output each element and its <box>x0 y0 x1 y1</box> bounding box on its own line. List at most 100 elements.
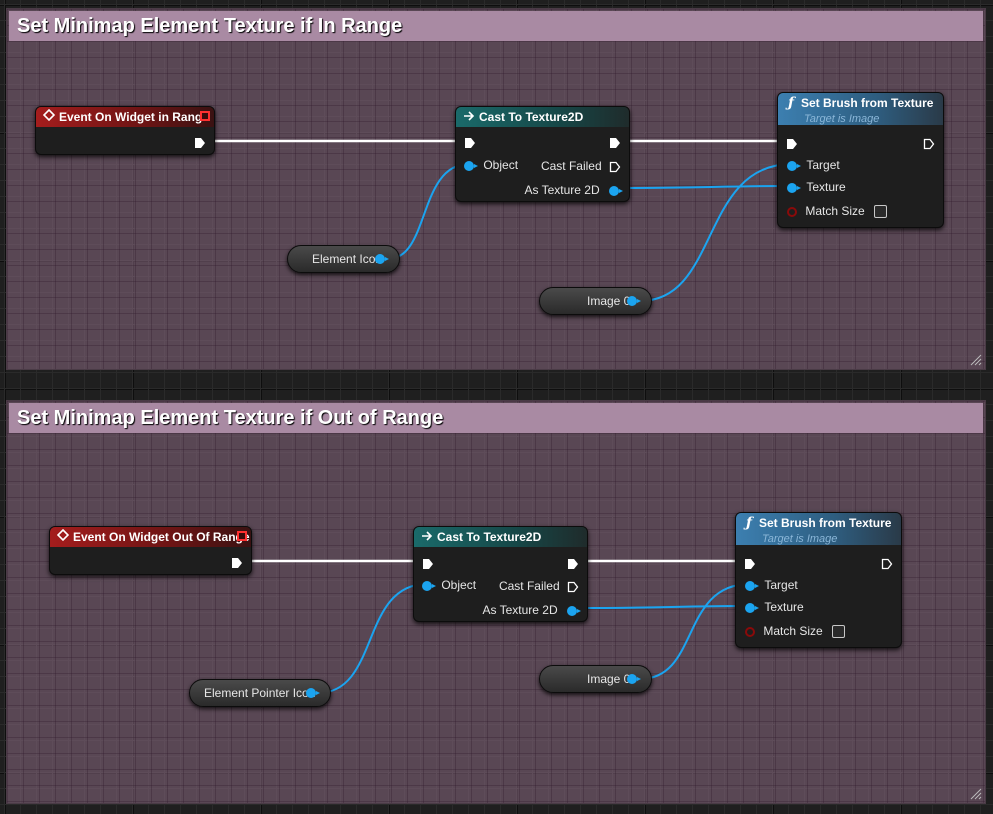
exec-pin-icon[interactable] <box>231 557 243 569</box>
as-texture-label: As Texture 2D <box>482 603 558 617</box>
exec-out-pin[interactable] <box>881 555 893 571</box>
texture-pin-icon[interactable] <box>609 185 623 196</box>
match-size-label: Match Size <box>763 624 823 638</box>
texture-pin-icon[interactable] <box>787 182 801 193</box>
cast-node-header[interactable]: Cast To Texture2D <box>456 107 629 127</box>
event-node-header[interactable]: Event On Widget in Range <box>36 107 214 127</box>
func-node-header[interactable]: ƒ Set Brush from Texture Target is Image <box>778 93 943 125</box>
event-node-title: Event On Widget Out Of Range <box>73 530 250 544</box>
var-node-image[interactable]: Image 0 <box>539 287 652 315</box>
cast-node-in-range[interactable]: Cast To Texture2D Object Cast Failed As … <box>455 106 630 202</box>
resize-grip-icon[interactable] <box>970 788 982 800</box>
event-diamond-icon <box>56 527 70 547</box>
exec-out-pin[interactable] <box>194 134 206 150</box>
object-pin-label: Object <box>441 578 477 592</box>
comment-title[interactable]: Set Minimap Element Texture if Out of Ra… <box>9 403 983 433</box>
exec-out-pin[interactable] <box>567 555 579 571</box>
target-pin[interactable]: Target <box>787 157 840 173</box>
bool-pin-icon[interactable] <box>745 626 755 637</box>
var-pin-icon[interactable] <box>306 688 320 698</box>
exec-in-pin[interactable] <box>786 135 798 151</box>
object-pin[interactable]: Object <box>464 157 518 173</box>
exec-pin-icon[interactable] <box>567 558 579 570</box>
object-pin-label: Object <box>483 158 519 172</box>
cast-node-title: Cast To Texture2D <box>437 530 542 544</box>
target-pin[interactable]: Target <box>745 577 798 593</box>
exec-pin-outline-icon[interactable] <box>923 138 935 150</box>
as-texture-pin[interactable]: As Texture 2D <box>524 182 623 198</box>
var-pin-icon[interactable] <box>627 674 641 684</box>
texture-pin-label: Texture <box>806 180 846 194</box>
cast-failed-pin[interactable]: Cast Failed <box>541 158 621 174</box>
target-pin-icon[interactable] <box>745 580 759 591</box>
exec-pin-icon[interactable] <box>464 137 476 149</box>
var-node-image[interactable]: Image 0 <box>539 665 652 693</box>
match-size-checkbox[interactable] <box>874 205 888 219</box>
texture-pin-icon[interactable] <box>567 605 581 616</box>
resize-grip-icon[interactable] <box>970 354 982 366</box>
var-pin-icon[interactable] <box>627 296 641 306</box>
var-node-label: Image 0 <box>587 294 631 308</box>
func-node-header[interactable]: ƒ Set Brush from Texture Target is Image <box>736 513 901 545</box>
exec-pin-icon[interactable] <box>194 137 206 149</box>
exec-pin-icon[interactable] <box>786 138 798 150</box>
event-node-header[interactable]: Event On Widget Out Of Range <box>50 527 251 547</box>
exec-pin-outline-icon[interactable] <box>567 581 579 593</box>
texture-pin[interactable]: Texture <box>745 599 804 615</box>
exec-out-pin[interactable] <box>609 134 621 150</box>
target-pin-icon[interactable] <box>787 160 801 171</box>
exec-pin-icon[interactable] <box>609 137 621 149</box>
var-node-element-pointer-icon[interactable]: Element Pointer Icon <box>189 679 331 707</box>
target-pin-label: Target <box>764 578 798 592</box>
var-node-label: Element Pointer Icon <box>204 686 316 700</box>
func-node-subtitle: Target is Image <box>804 113 880 125</box>
var-node-label: Element Icon <box>312 252 383 266</box>
match-size-pin[interactable]: Match Size <box>745 623 846 639</box>
cast-arrow-icon <box>462 107 476 127</box>
target-pin-label: Target <box>806 158 840 172</box>
texture-pin-icon[interactable] <box>745 602 759 613</box>
exec-pin-outline-icon[interactable] <box>881 558 893 570</box>
exec-pin-outline-icon[interactable] <box>609 161 621 173</box>
as-texture-label: As Texture 2D <box>524 183 600 197</box>
comment-title[interactable]: Set Minimap Element Texture if In Range <box>9 11 983 41</box>
function-f-icon: ƒ <box>787 95 795 111</box>
func-node-title: Set Brush from Texture <box>801 96 934 110</box>
func-node-title: Set Brush from Texture <box>759 516 892 530</box>
event-node-in-range[interactable]: Event On Widget in Range <box>35 106 215 155</box>
function-f-icon: ƒ <box>745 515 753 531</box>
exec-out-pin[interactable] <box>923 135 935 151</box>
match-size-label: Match Size <box>805 204 865 218</box>
object-pin-icon[interactable] <box>464 160 478 171</box>
exec-pin-icon[interactable] <box>744 558 756 570</box>
cast-failed-pin[interactable]: Cast Failed <box>499 578 579 594</box>
texture-pin[interactable]: Texture <box>787 179 846 195</box>
event-diamond-icon <box>42 107 56 127</box>
func-node-subtitle: Target is Image <box>762 533 838 545</box>
exec-in-pin[interactable] <box>744 555 756 571</box>
object-pin[interactable]: Object <box>422 577 476 593</box>
exec-in-pin[interactable] <box>422 555 434 571</box>
cast-node-out-of-range[interactable]: Cast To Texture2D Object Cast Failed As … <box>413 526 588 622</box>
object-pin-icon[interactable] <box>422 580 436 591</box>
cast-node-header[interactable]: Cast To Texture2D <box>414 527 587 547</box>
as-texture-pin[interactable]: As Texture 2D <box>482 602 581 618</box>
match-size-pin[interactable]: Match Size <box>787 203 888 219</box>
var-node-element-icon[interactable]: Element Icon <box>287 245 400 273</box>
match-size-checkbox[interactable] <box>832 625 846 639</box>
exec-in-pin[interactable] <box>464 134 476 150</box>
delegate-square-icon[interactable] <box>200 111 210 121</box>
delegate-square-icon[interactable] <box>237 531 247 541</box>
event-node-out-of-range[interactable]: Event On Widget Out Of Range <box>49 526 252 575</box>
exec-pin-icon[interactable] <box>422 558 434 570</box>
cast-failed-label: Cast Failed <box>540 159 602 173</box>
exec-out-pin[interactable] <box>231 554 243 570</box>
var-pin-icon[interactable] <box>375 254 389 264</box>
texture-pin-label: Texture <box>764 600 804 614</box>
bool-pin-icon[interactable] <box>787 206 797 217</box>
cast-arrow-icon <box>420 527 434 547</box>
cast-node-title: Cast To Texture2D <box>479 110 584 124</box>
var-node-label: Image 0 <box>587 672 631 686</box>
